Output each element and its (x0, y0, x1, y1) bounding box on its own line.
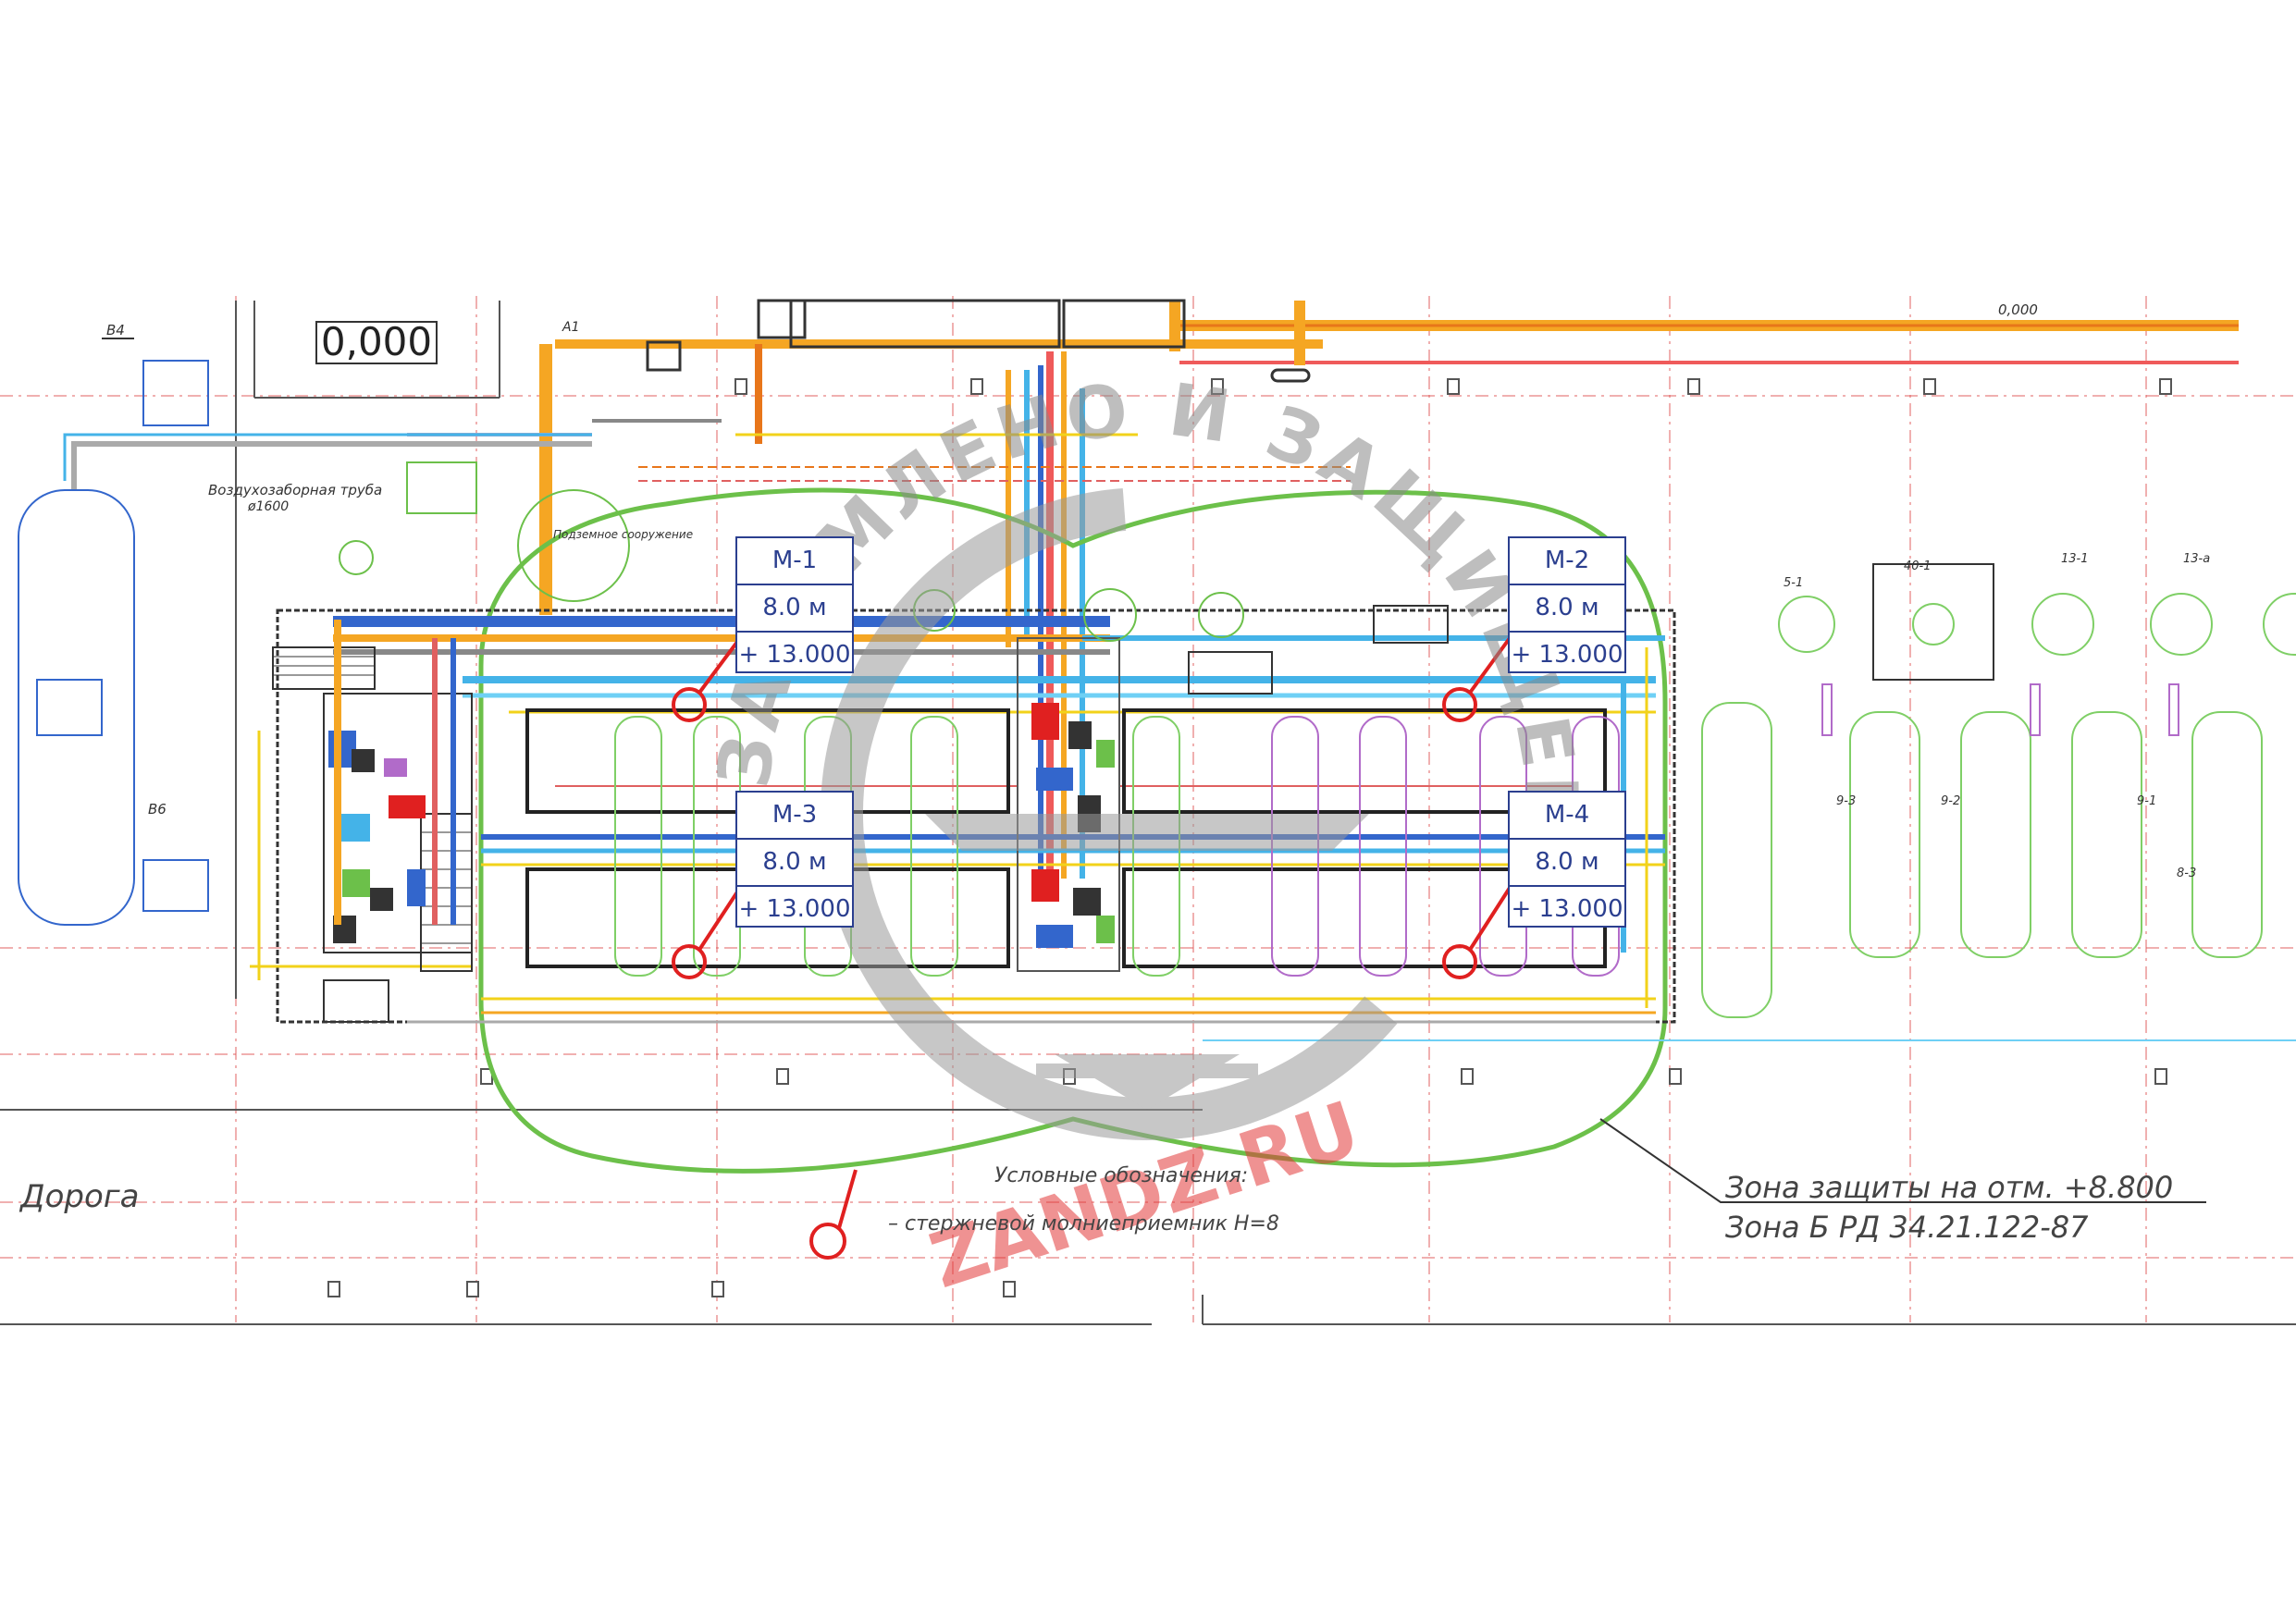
mast-box-m3: М-3 8.0 м + 13.000 (735, 791, 854, 928)
mast-id: М-2 (1510, 538, 1624, 585)
rod-m4 (1442, 886, 1512, 979)
zone-leader-line (1599, 1118, 2206, 1203)
legend-title: Условные обозначения: (994, 1164, 1248, 1187)
tag-9-3: 9-3 (1836, 794, 1856, 808)
tag-underground: Подземное сооружение (553, 528, 693, 541)
mast-elevation: + 13.000 (1511, 641, 1623, 669)
left-vessel (18, 360, 209, 926)
rod-m1 (672, 636, 742, 722)
tag-b4: В4 (106, 322, 125, 338)
mast-height: 8.0 м (1510, 840, 1624, 887)
protection-zone-outline (478, 487, 1668, 1174)
tag-8-3: 8-3 (2177, 867, 2196, 880)
tag-40-1: 40-1 (1904, 559, 1932, 573)
lightning-rods (672, 636, 1512, 1260)
mast-id: М-1 (737, 538, 852, 585)
site-boundaries (0, 301, 2296, 1325)
mast-box-m2: М-2 8.0 м + 13.000 (1508, 536, 1626, 673)
level-box-frame (315, 321, 438, 364)
rod-legend-symbol (809, 1169, 858, 1260)
mast-height: 8.0 м (737, 585, 852, 633)
mast-elevation: + 13.000 (738, 895, 851, 923)
tag-13-a: 13-а (2183, 552, 2210, 566)
tag-air-pipe: Воздухозаборная труба (208, 482, 382, 498)
tag-5-1: 5-1 (1784, 576, 1803, 590)
mast-height: 8.0 м (737, 840, 852, 887)
tag-9-2: 9-2 (1941, 794, 1960, 808)
zone-note-line1: Зона защиты на отм. +8.800 (1725, 1170, 2173, 1205)
legend-item: – стержневой молниеприемник Н=8 (888, 1212, 1279, 1236)
mast-box-m1: М-1 8.0 м + 13.000 (735, 536, 854, 673)
central-manifold (1017, 637, 1120, 972)
level-box: 0,000 (321, 319, 432, 364)
top-structures (646, 299, 1311, 383)
equipment-tags: В4 В6 А1 0,000 Воздухозаборная труба ø16… (102, 301, 2210, 880)
tag-level-right: 0,000 (1998, 301, 2038, 318)
watermark-arc-text: ЗАЗЕМЛЕНО И ЗАЩИЩЕНО (0, 0, 1592, 842)
mast-elevation: + 13.000 (738, 641, 851, 669)
road-label: Дорога (19, 1178, 139, 1215)
mast-box-m4: М-4 8.0 м + 13.000 (1508, 791, 1626, 928)
right-tanks (1701, 563, 2296, 1018)
tag-13-1: 13-1 (2061, 552, 2089, 566)
tag-air-pipe-dia: ø1600 (247, 499, 289, 514)
tag-9-1: 9-1 (2137, 794, 2156, 808)
mast-id: М-3 (737, 793, 852, 840)
rod-m2 (1442, 636, 1512, 722)
tag-b6: В6 (148, 801, 167, 818)
mast-id: М-4 (1510, 793, 1624, 840)
mast-elevation: + 13.000 (1511, 895, 1623, 923)
tag-a1: А1 (562, 320, 579, 335)
zone-note-line2: Зона Б РД 34.21.122-87 (1725, 1210, 2089, 1245)
left-pump-station (272, 605, 1449, 1023)
rod-m3 (672, 886, 742, 979)
mast-height: 8.0 м (1510, 585, 1624, 633)
